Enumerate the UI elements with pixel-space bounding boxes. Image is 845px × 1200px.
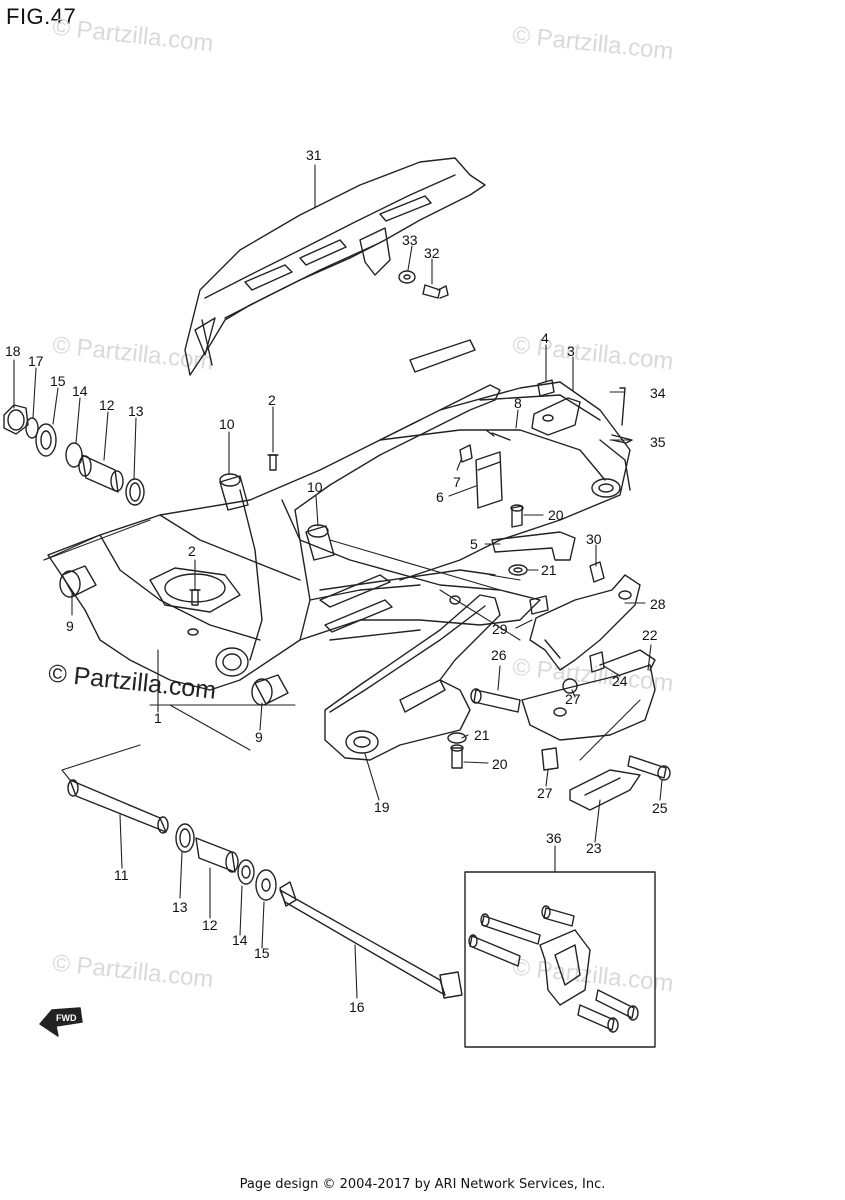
callout-6: 6 xyxy=(436,489,444,505)
callout-28: 28 xyxy=(650,596,666,612)
pivot-shaft-parts xyxy=(67,779,463,999)
callout-labels: 31 33 32 18 17 15 14 12 13 10 2 4 3 8 34… xyxy=(5,147,668,1015)
callout-26: 26 xyxy=(491,647,507,663)
callout-27: 27 xyxy=(565,691,581,707)
callout-20b: 20 xyxy=(492,756,508,772)
callout-31: 31 xyxy=(306,147,322,163)
callout-2: 2 xyxy=(268,392,276,408)
callout-30: 30 xyxy=(586,531,602,547)
callout-29: 29 xyxy=(492,621,508,637)
callout-4: 4 xyxy=(541,330,549,346)
callout-8: 8 xyxy=(514,395,522,411)
upper-bracket-parts xyxy=(459,379,633,528)
figure-title: FIG.47 xyxy=(6,4,77,29)
kit-box xyxy=(464,871,656,1048)
callout-23: 23 xyxy=(586,840,602,856)
callout-34: 34 xyxy=(650,385,666,401)
leader-lines xyxy=(13,164,663,999)
callout-18: 18 xyxy=(5,343,21,359)
callout-11: 11 xyxy=(114,867,129,883)
grease-nipple-part xyxy=(187,454,279,636)
chain-guard-part xyxy=(184,157,486,376)
callout-10b: 10 xyxy=(307,479,323,495)
callout-1: 1 xyxy=(154,710,162,726)
callout-12b: 12 xyxy=(202,917,218,933)
callout-21b: 21 xyxy=(474,727,490,743)
callout-14: 14 xyxy=(72,383,88,399)
right-lower-parts xyxy=(470,561,671,811)
callout-24: 24 xyxy=(612,673,628,689)
callout-33: 33 xyxy=(402,232,418,248)
callout-12: 12 xyxy=(99,397,115,413)
callout-2b: 2 xyxy=(188,543,196,559)
callout-14b: 14 xyxy=(232,932,248,948)
callout-35: 35 xyxy=(650,434,666,450)
bracket-part xyxy=(491,531,576,561)
callout-9b: 9 xyxy=(255,729,263,745)
callout-32: 32 xyxy=(424,245,440,261)
callout-27b: 27 xyxy=(537,785,553,801)
callout-9: 9 xyxy=(66,618,74,634)
swingarm-part xyxy=(47,339,631,691)
bearing-part xyxy=(59,565,289,706)
callout-21: 21 xyxy=(541,562,557,578)
footer-copyright: Page design © 2004-2017 by ARI Network S… xyxy=(239,1177,606,1192)
forward-arrow-icon: FWD xyxy=(39,1007,83,1037)
callout-19: 19 xyxy=(374,799,390,815)
bolt-part xyxy=(422,284,449,299)
callout-13b: 13 xyxy=(172,899,188,915)
pivot-hardware-upper xyxy=(3,404,145,506)
callout-3: 3 xyxy=(567,343,575,359)
fwd-label: FWD xyxy=(56,1013,77,1023)
grommet-part xyxy=(398,270,416,284)
callout-10: 10 xyxy=(219,416,235,432)
callout-22: 22 xyxy=(642,627,658,643)
callout-5: 5 xyxy=(470,536,478,552)
callout-17: 17 xyxy=(28,353,44,369)
callout-36: 36 xyxy=(546,830,562,846)
callout-15: 15 xyxy=(50,373,66,389)
callout-7: 7 xyxy=(453,474,461,490)
callout-25: 25 xyxy=(652,800,668,816)
washer-screw-parts xyxy=(447,564,528,769)
reference-lines xyxy=(43,519,641,781)
callout-15b: 15 xyxy=(254,945,270,961)
callout-16: 16 xyxy=(349,999,365,1015)
callout-13: 13 xyxy=(128,403,144,419)
callout-20: 20 xyxy=(548,507,564,523)
